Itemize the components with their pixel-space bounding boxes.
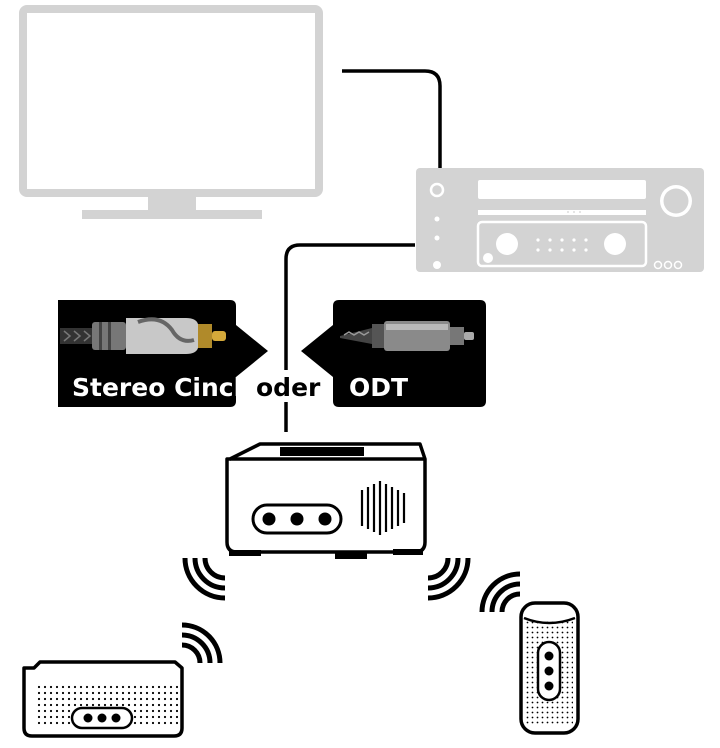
- oder-label: oder: [256, 373, 321, 402]
- odt-panel: ODT: [301, 300, 486, 407]
- stereo-cinch-plug-icon: [60, 317, 226, 354]
- av-receiver-icon: [416, 168, 704, 272]
- wireless-signal-icon: [181, 557, 521, 664]
- cable-lines: [284, 69, 442, 432]
- tv-to-receiver-cable: [342, 69, 442, 168]
- soundbar-speaker-icon: [22, 660, 184, 738]
- stereo-cinch-label: Stereo Cinch: [72, 373, 251, 402]
- odt-label: ODT: [349, 373, 408, 402]
- optical-plug-icon: [340, 321, 474, 351]
- wireless-transmitter-icon: [225, 442, 427, 559]
- stereo-cinch-panel: Stereo Cinch: [58, 300, 268, 407]
- cylinder-speaker-icon: [519, 601, 580, 735]
- tv-icon: [19, 5, 323, 219]
- receiver-to-transmitter-cable: [284, 243, 415, 370]
